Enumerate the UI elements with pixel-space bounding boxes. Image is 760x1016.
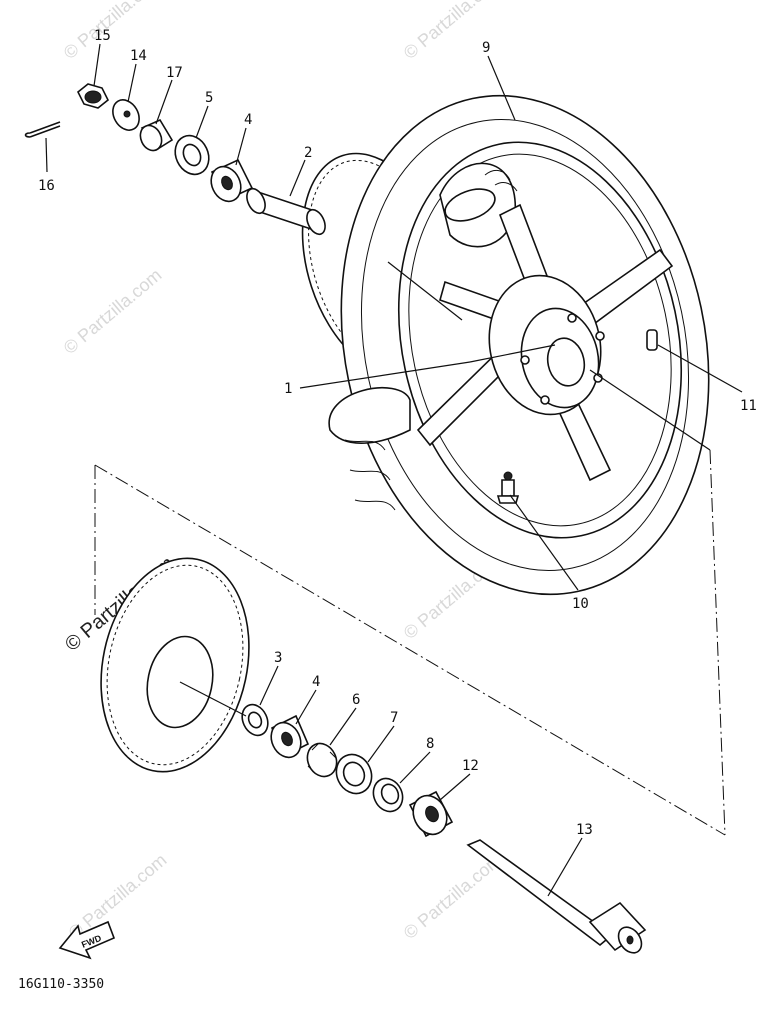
lower-parts — [241, 703, 647, 954]
callout-4-upper: 4 — [244, 112, 252, 128]
callout-15: 15 — [94, 28, 111, 44]
wheel-assembly — [328, 94, 710, 596]
callout-7: 7 — [390, 710, 398, 726]
callout-16: 16 — [38, 178, 55, 194]
callout-2: 2 — [304, 145, 312, 161]
callout-14: 14 — [130, 48, 147, 64]
callout-6: 6 — [352, 692, 360, 708]
watermark: © Partzilla.com — [65, 850, 171, 943]
lower-brake-disc — [100, 557, 250, 773]
upper-parts — [24, 83, 326, 236]
leader-lines — [45, 43, 743, 897]
callout-3: 3 — [274, 650, 282, 666]
watermark: © Partzilla.com — [400, 850, 506, 943]
callout-5: 5 — [205, 90, 213, 106]
callout-numbers: 15 14 17 5 4 2 16 9 1 11 10 3 4 6 7 8 12… — [38, 28, 757, 838]
callout-10: 10 — [572, 596, 589, 612]
callout-1: 1 — [284, 381, 292, 397]
callout-11: 11 — [740, 398, 757, 414]
callout-17: 17 — [166, 65, 183, 81]
alignment-lines — [94, 449, 726, 836]
watermark: © Partzilla.com — [60, 265, 166, 358]
callout-9: 9 — [482, 40, 490, 56]
forward-arrow: FWD — [58, 920, 116, 960]
callout-8: 8 — [426, 736, 434, 752]
callout-4-lower: 4 — [312, 674, 320, 690]
watermark: © Partzilla.com — [60, 0, 166, 63]
callout-13: 13 — [576, 822, 593, 838]
diagram-code: 16G110-3350 — [18, 977, 104, 992]
callout-12: 12 — [462, 758, 479, 774]
